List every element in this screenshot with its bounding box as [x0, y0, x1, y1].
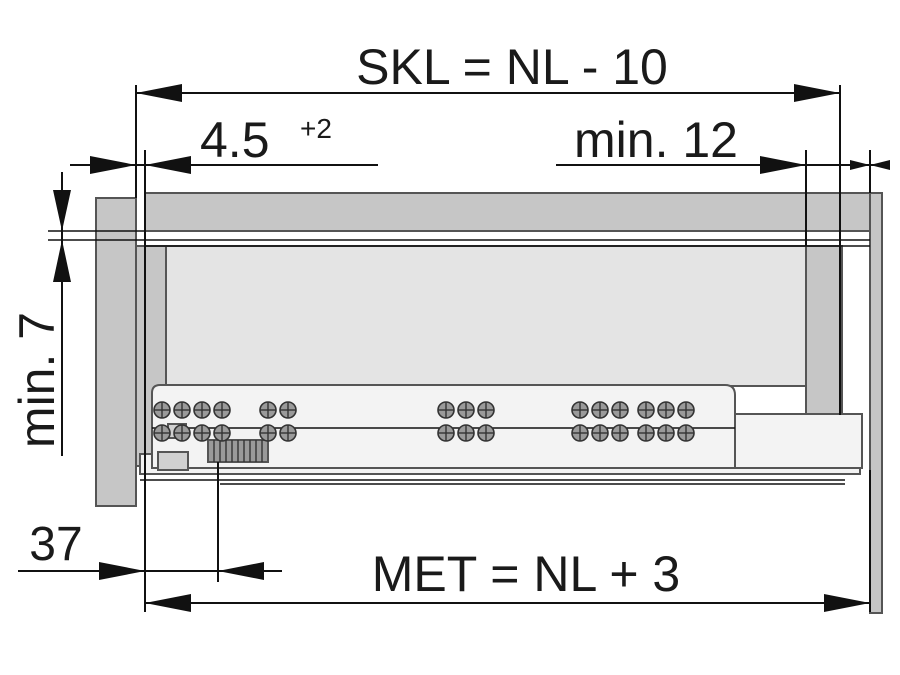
drawer-top-rail — [144, 192, 871, 232]
rear-clearance-arrow-right — [870, 160, 890, 170]
locking-device-ridges — [213, 440, 263, 462]
gap-arrow-right — [145, 156, 191, 174]
front-offset-arrow-left — [99, 562, 145, 580]
met-arrow-right — [824, 594, 870, 612]
skl-arrow-left — [136, 84, 182, 102]
drawer-runner — [139, 384, 863, 485]
cabinet-assembly — [48, 192, 883, 614]
runner-hole-pattern — [153, 401, 695, 442]
dimension-labels: SKL = NL - 10 4.5 +2 min. 12 min. 7 37 M… — [9, 39, 738, 602]
met-label: MET = NL + 3 — [372, 546, 680, 602]
rear-clearance-arrow-right-outer — [850, 160, 870, 170]
skl-arrow-right — [794, 84, 840, 102]
gap-value-label: 4.5 — [200, 112, 270, 168]
cabinet-right-side-panel — [869, 192, 883, 614]
drawer-interior — [165, 245, 807, 387]
met-arrow-left — [145, 594, 191, 612]
vertical-clearance-arrow-top — [53, 190, 71, 231]
vertical-clearance-label: min. 7 — [9, 312, 65, 448]
dimension-lines — [18, 84, 890, 612]
drawer-rear-wall — [805, 245, 843, 415]
front-catch — [157, 451, 189, 471]
vertical-clearance-arrow-bottom — [53, 240, 71, 282]
gap-arrow-left — [90, 156, 136, 174]
rear-clearance-arrow-left — [760, 156, 806, 174]
front-offset-arrow-right — [218, 562, 264, 580]
gap-tolerance-label: +2 — [300, 113, 332, 144]
runner-rear-extension — [734, 413, 863, 469]
drawer-front-panel — [95, 197, 137, 507]
front-offset-label: 37 — [29, 518, 82, 571]
skl-label: SKL = NL - 10 — [356, 39, 668, 95]
rear-clearance-label: min. 12 — [574, 112, 738, 168]
